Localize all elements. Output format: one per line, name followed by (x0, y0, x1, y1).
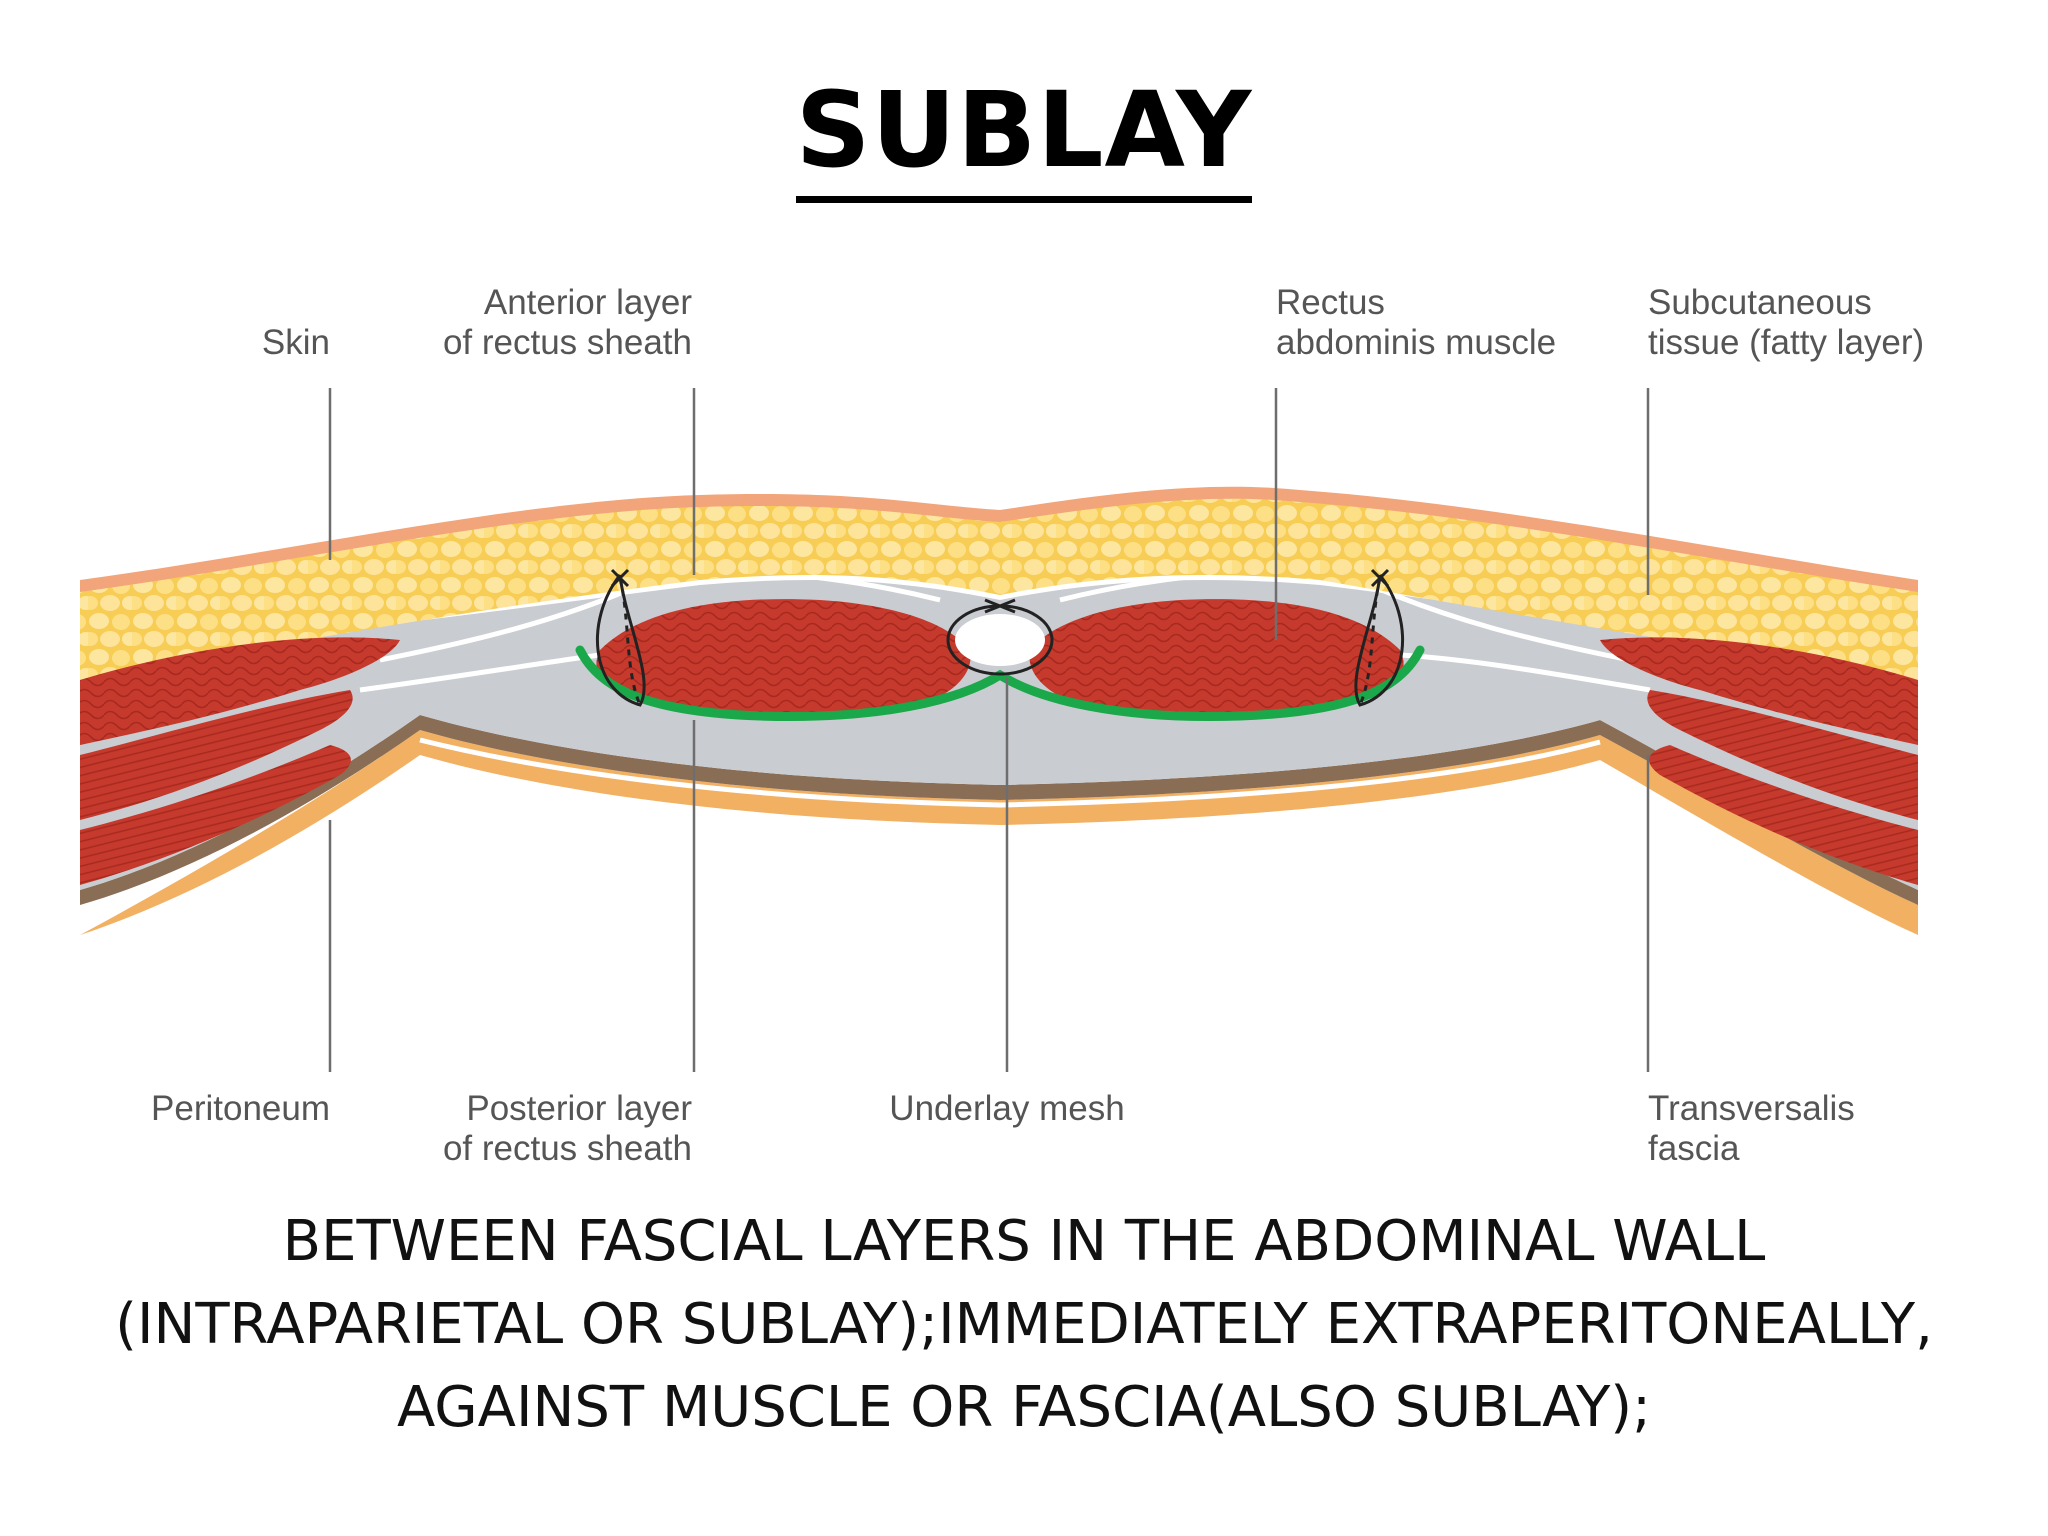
label-anterior-layer-line2: of rectus sheath (443, 323, 692, 362)
label-subcutaneous-line1: Subcutaneous (1648, 283, 1872, 322)
fascia-layer (80, 580, 1918, 890)
linea-alba-gap (955, 614, 1045, 666)
label-transversalis-line2: fascia (1648, 1129, 1740, 1168)
label-peritoneum: Peritoneum (151, 1089, 330, 1128)
label-rectus-line2: abdominis muscle (1276, 323, 1556, 362)
slide-title: SUBLAY (0, 68, 2048, 203)
fascia-line (379, 582, 642, 663)
transversalis-fascia-layer (80, 715, 1918, 905)
label-underlay-mesh: Underlay mesh (889, 1089, 1124, 1128)
right-suture (1354, 574, 1405, 707)
left-rectus-muscle (596, 599, 971, 716)
right-suture-knot (1370, 568, 1390, 588)
fascia-line (1368, 582, 1631, 663)
right-lateral-muscle (1600, 637, 1918, 745)
right-lateral-muscle (1647, 690, 1918, 820)
skin-layer (80, 486, 1918, 592)
fascia-line (1399, 652, 1651, 693)
left-lateral-muscle (80, 637, 400, 745)
subcutaneous-fat-layer (80, 496, 1918, 680)
slide-caption: BETWEEN FASCIAL LAYERS IN THE ABDOMINAL … (60, 1200, 1988, 1449)
right-rectus-muscle (1029, 599, 1404, 716)
left-lateral-muscle (80, 745, 351, 885)
right-lateral-muscle (1649, 745, 1918, 885)
left-suture (595, 574, 646, 707)
left-suture-knot (610, 568, 630, 588)
left-suture-dashed (618, 577, 642, 706)
caption-line: (INTRAPARIETAL OR SUBLAY);IMMEDIATELY EX… (115, 1292, 1933, 1357)
label-posterior-layer-line2: of rectus sheath (443, 1129, 692, 1168)
caption-line: AGAINST MUSCLE OR FASCIA(ALSO SUBLAY); (396, 1375, 1652, 1440)
midline-suture-knot (984, 598, 1016, 614)
label-rectus-line1: Rectus (1276, 283, 1385, 322)
slide-title-text: SUBLAY (795, 68, 1253, 203)
caption-line: BETWEEN FASCIAL LAYERS IN THE ABDOMINAL … (282, 1209, 1766, 1274)
peritoneum-layer (80, 730, 1918, 935)
label-transversalis-line1: Transversalis (1648, 1089, 1855, 1128)
left-lateral-muscle (80, 690, 353, 820)
fascia-line (419, 737, 1601, 808)
label-posterior-layer-line1: Posterior layer (466, 1089, 692, 1128)
label-anterior-layer-line1: Anterior layer (484, 283, 692, 322)
label-subcutaneous-line2: tissue (fatty layer) (1648, 323, 1924, 362)
right-suture-dashed (1358, 577, 1382, 706)
label-skin: Skin (262, 323, 330, 362)
